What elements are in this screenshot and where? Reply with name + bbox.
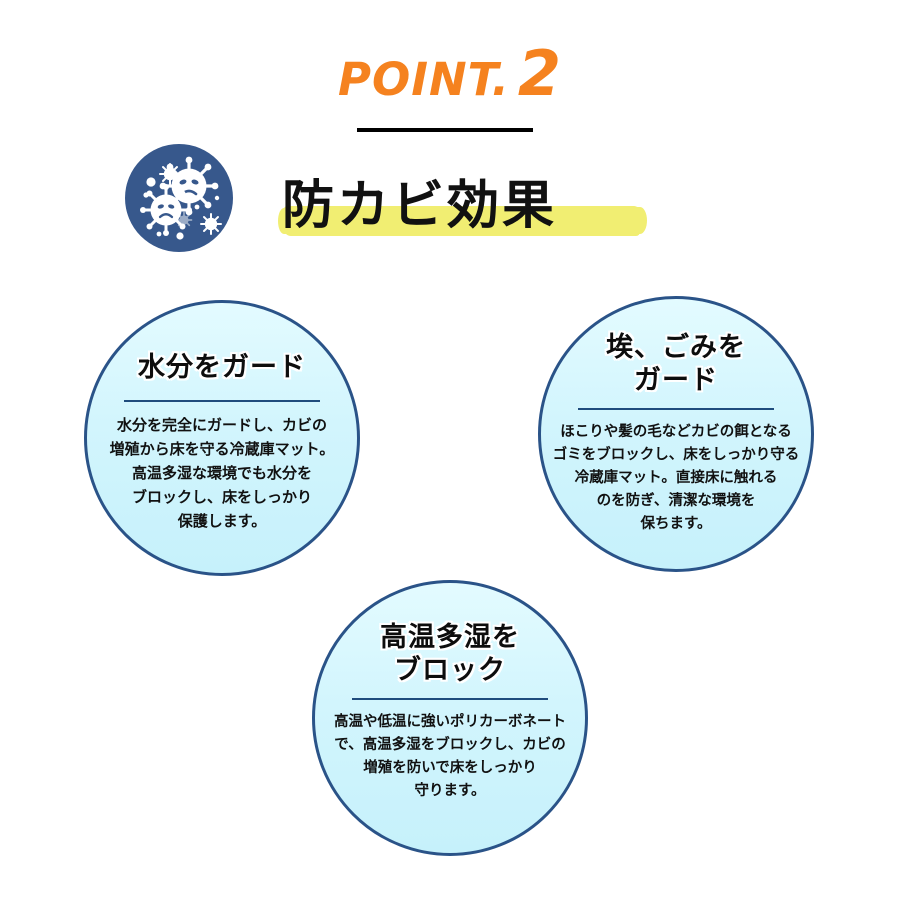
- germ-icon: [125, 144, 233, 252]
- point-number: 2: [517, 37, 562, 110]
- feature-circle-moisture-guard: 水分をガード 水分を完全にガードし、カビの 増殖から床を守る冷蔵庫マット。 高温…: [84, 300, 360, 576]
- feature-divider: [124, 400, 320, 402]
- header-divider: [357, 128, 533, 132]
- feature-body: 高温や低温に強いポリカーボネート で、高温多湿をブロックし、カビの 増殖を防いで…: [334, 714, 566, 799]
- feature-title: 水分をガード: [138, 352, 306, 383]
- feature-circle-dust-guard: 埃、ごみを ガード ほこりや髪の毛などカビの餌となる ゴミをブロックし、床をしっ…: [538, 296, 814, 572]
- feature-title: 高温多湿を ブロック: [380, 622, 520, 686]
- point-label: POINT.: [338, 53, 510, 106]
- feature-divider: [352, 698, 548, 700]
- section-title: 防カビ効果: [278, 168, 647, 244]
- section-title-text: 防カビ効果: [282, 176, 558, 236]
- highlighter-marker: [278, 206, 647, 236]
- feature-circle-heat-humidity-block: 高温多湿を ブロック 高温や低温に強いポリカーボネート で、高温多湿をブロックし…: [312, 580, 588, 856]
- page-title: POINT.2: [0, 43, 900, 108]
- feature-body: ほこりや髪の毛などカビの餌となる ゴミをブロックし、床をしっかり守る 冷蔵庫マッ…: [552, 424, 800, 532]
- feature-title: 埃、ごみを ガード: [606, 332, 746, 396]
- feature-divider: [578, 408, 774, 410]
- feature-body: 水分を完全にガードし、カビの 増殖から床を守る冷蔵庫マット。 高温多湿な環境でも…: [109, 416, 335, 530]
